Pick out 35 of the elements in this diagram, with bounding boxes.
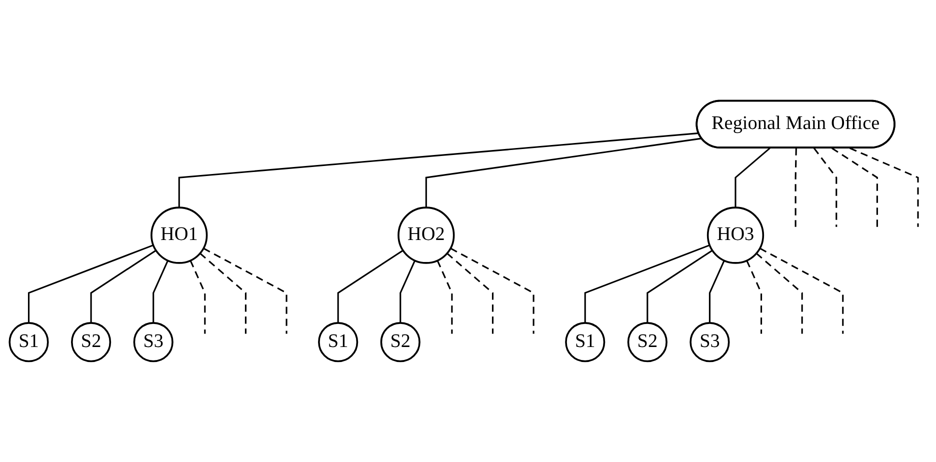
node-circle: S2: [71, 322, 112, 362]
node-circle: S3: [690, 322, 730, 362]
node-circle: HO1: [150, 206, 208, 264]
connector: [794, 148, 797, 227]
connector: [425, 138, 702, 208]
connector: [850, 147, 919, 227]
node-circle: HO2: [398, 206, 455, 264]
connector: [400, 260, 416, 323]
connector: [90, 250, 156, 323]
node-circle: S1: [8, 322, 49, 362]
connector: [746, 260, 762, 334]
connector: [813, 148, 838, 227]
node-circle: HO3: [706, 206, 764, 264]
connector: [28, 244, 154, 323]
node-circle: S1: [318, 322, 358, 362]
connector: [708, 260, 725, 323]
connector: [832, 148, 878, 227]
connector: [734, 148, 770, 208]
connector: [190, 260, 206, 334]
connector: [178, 132, 699, 208]
node-circle: S2: [380, 322, 420, 362]
connector: [337, 250, 404, 323]
connector: [450, 248, 534, 334]
connector: [446, 252, 494, 334]
connector: [760, 248, 844, 334]
connector: [584, 244, 710, 323]
connector: [200, 252, 246, 334]
connector: [646, 250, 713, 323]
node-circle: S1: [565, 322, 606, 362]
connector: [756, 252, 803, 334]
node-circle: S2: [627, 322, 668, 362]
node-circle: S3: [133, 322, 174, 362]
connector: [152, 260, 169, 323]
connector: [203, 248, 288, 334]
connector: [436, 260, 453, 334]
